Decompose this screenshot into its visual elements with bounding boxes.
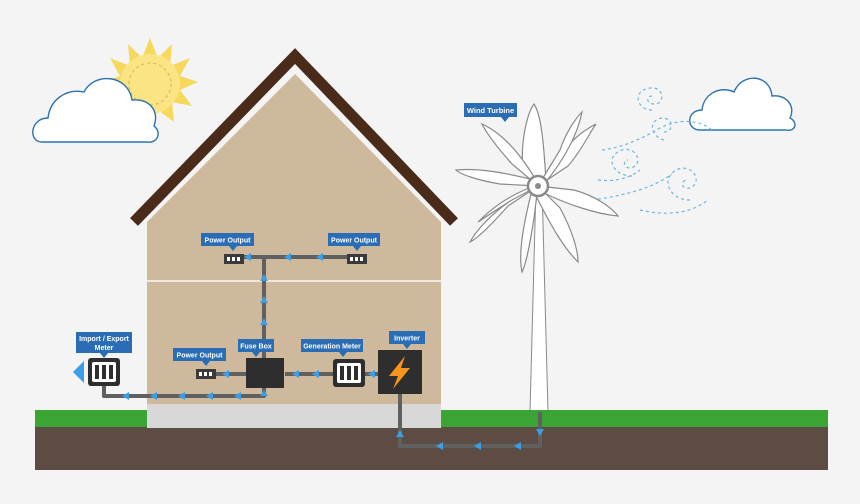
label-power-output-upper-left: Power Output xyxy=(201,233,254,251)
grass-left xyxy=(35,410,150,428)
svg-text:Power Output: Power Output xyxy=(331,238,378,245)
soil xyxy=(35,427,828,470)
wind-swirl-icon xyxy=(591,87,713,214)
export-arrow-icon xyxy=(73,361,84,383)
socket-icon xyxy=(347,254,367,264)
cloud-icon xyxy=(689,77,796,131)
flow-arrows xyxy=(122,253,544,450)
meter-icon xyxy=(88,358,120,386)
svg-text:Power Output: Power Output xyxy=(205,238,252,245)
meter-icon xyxy=(333,359,365,387)
label-power-output-lower: Power Output xyxy=(173,348,226,366)
grass-right xyxy=(441,410,828,428)
socket-icon xyxy=(224,254,244,264)
svg-text:Wind Turbine: Wind Turbine xyxy=(467,106,514,115)
socket-icon xyxy=(196,369,216,379)
label-fuse-box: Fuse Box xyxy=(238,339,274,357)
foundation xyxy=(147,404,441,428)
svg-text:Fuse Box: Fuse Box xyxy=(240,344,272,351)
turbine-blades xyxy=(454,102,620,274)
svg-text:Power Output: Power Output xyxy=(177,353,224,360)
svg-text:Generation Meter: Generation Meter xyxy=(303,344,361,351)
house-wall xyxy=(147,74,441,404)
label-generation-meter: Generation Meter xyxy=(301,339,363,357)
label-wind-turbine: Wind Turbine xyxy=(464,103,517,122)
svg-text:Meter: Meter xyxy=(95,345,114,352)
label-import-export-meter: Import / Export Meter xyxy=(76,332,132,358)
fuse-box xyxy=(246,358,284,388)
cloud-icon xyxy=(32,77,159,143)
wind-turbine xyxy=(454,102,620,413)
lightning-bolt-icon xyxy=(389,356,410,389)
svg-text:Inverter: Inverter xyxy=(394,336,420,343)
svg-text:Import / Export: Import / Export xyxy=(79,336,129,343)
label-inverter: Inverter xyxy=(389,331,425,349)
label-power-output-upper-right: Power Output xyxy=(328,233,380,251)
roof xyxy=(130,48,458,226)
